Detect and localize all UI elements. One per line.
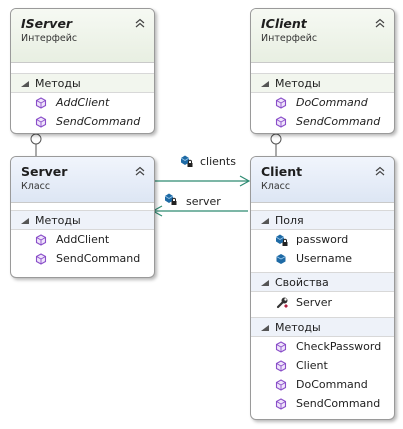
expand-triangle-icon (261, 81, 269, 87)
server-stereotype: Класс (21, 181, 51, 192)
property-name: Server (296, 296, 333, 309)
collapse-chevron-icon[interactable] (374, 165, 386, 177)
field-name: password (296, 233, 349, 246)
method-name: SendCommand (56, 252, 141, 265)
client-box[interactable]: Client Класс Поля password Username Свой… (250, 156, 395, 420)
private-field-icon (275, 234, 288, 246)
method-name: AddClient (56, 96, 110, 109)
method-icon (35, 97, 47, 109)
field-icon (276, 254, 286, 264)
field-name: Username (296, 252, 353, 265)
iserver-header: IServer Интерфейс (11, 9, 154, 63)
iserver-stereotype: Интерфейс (21, 33, 78, 44)
iclient-title: IClient (261, 16, 307, 31)
client-properties-section[interactable]: Свойства (251, 272, 394, 292)
expand-triangle-icon (261, 325, 269, 331)
method-icon (275, 341, 287, 353)
method-icon (35, 234, 47, 246)
method-icon (35, 116, 47, 128)
member-row[interactable]: CheckPassword (251, 337, 394, 356)
member-row[interactable]: AddClient (11, 93, 154, 112)
method-name: SendCommand (296, 115, 381, 128)
member-row[interactable]: SendCommand (251, 112, 394, 131)
collapse-chevron-icon[interactable] (134, 17, 146, 29)
member-row[interactable]: Username (251, 249, 394, 268)
iclient-lollipop (270, 133, 282, 145)
client-stereotype: Класс (261, 181, 291, 192)
member-row[interactable]: password (251, 230, 394, 249)
collapse-chevron-icon[interactable] (374, 17, 386, 29)
iclient-header: IClient Интерфейс (251, 9, 394, 63)
association-clients-arrowhead (239, 175, 251, 187)
member-row[interactable]: Server (251, 292, 394, 314)
section-label: Свойства (275, 276, 329, 289)
member-row[interactable]: DoCommand (251, 375, 394, 394)
client-methods-section[interactable]: Методы (251, 317, 394, 337)
association-clients-label[interactable]: clients (200, 155, 236, 168)
member-row[interactable]: SendCommand (11, 249, 154, 268)
client-title: Client (261, 164, 303, 179)
method-name: CheckPassword (296, 340, 382, 353)
method-icon (275, 97, 287, 109)
member-row[interactable]: SendCommand (11, 112, 154, 131)
method-icon (275, 360, 287, 372)
section-label: Методы (35, 77, 81, 90)
member-row[interactable]: AddClient (11, 230, 154, 249)
method-name: DoCommand (296, 378, 368, 391)
server-box[interactable]: Server Класс Методы AddClient SendComman… (10, 156, 155, 278)
method-icon (275, 379, 287, 391)
section-label: Методы (275, 321, 321, 334)
iserver-methods-section[interactable]: Методы (11, 73, 154, 93)
iclient-methods-section[interactable]: Методы (251, 73, 394, 93)
method-name: SendCommand (296, 397, 381, 410)
member-row[interactable]: Client (251, 356, 394, 375)
section-label: Поля (275, 214, 304, 227)
server-header: Server Класс (11, 157, 154, 203)
expand-triangle-icon (261, 218, 269, 224)
method-name: AddClient (56, 233, 110, 246)
method-icon (35, 253, 47, 265)
method-icon (275, 116, 287, 128)
method-name: DoCommand (296, 96, 368, 109)
iserver-title: IServer (21, 16, 73, 31)
property-wrench-icon (276, 297, 288, 309)
expand-triangle-icon (21, 81, 29, 87)
association-field-icon (164, 193, 177, 205)
member-row[interactable]: SendCommand (251, 394, 394, 413)
server-title: Server (21, 164, 68, 179)
method-name: SendCommand (56, 115, 141, 128)
association-field-icon (180, 155, 193, 167)
collapse-chevron-icon[interactable] (134, 165, 146, 177)
expand-triangle-icon (261, 280, 269, 286)
section-label: Методы (35, 214, 81, 227)
iclient-box[interactable]: IClient Интерфейс Методы DoCommand SendC… (250, 8, 395, 134)
iserver-box[interactable]: IServer Интерфейс Методы AddClient SendC… (10, 8, 155, 134)
iserver-lollipop (30, 133, 42, 145)
iclient-stereotype: Интерфейс (261, 33, 318, 44)
association-server-label[interactable]: server (186, 195, 221, 208)
section-label: Методы (275, 77, 321, 90)
server-methods-section[interactable]: Методы (11, 210, 154, 230)
client-header: Client Класс (251, 157, 394, 203)
member-row[interactable]: DoCommand (251, 93, 394, 112)
expand-triangle-icon (21, 218, 29, 224)
method-icon (275, 398, 287, 410)
method-name: Client (296, 359, 328, 372)
client-fields-section[interactable]: Поля (251, 210, 394, 230)
